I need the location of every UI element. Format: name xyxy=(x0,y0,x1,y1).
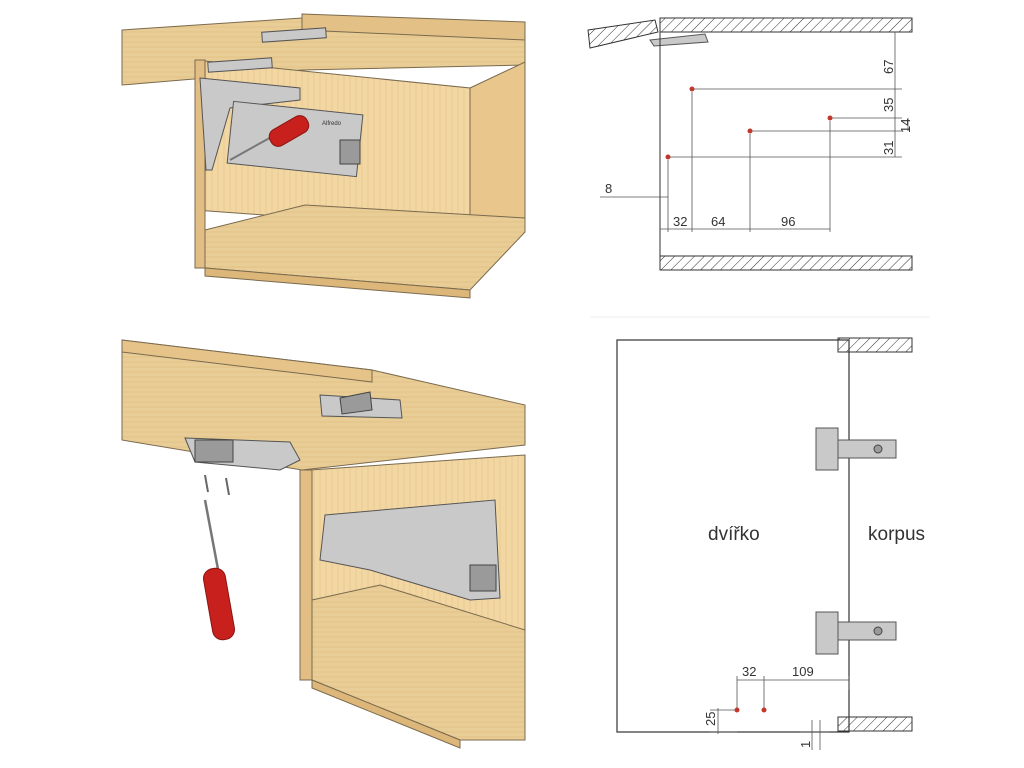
bottom-shelf-edge xyxy=(204,267,471,299)
dim-label-96: 96 xyxy=(781,214,795,229)
door-hinge-plate xyxy=(319,391,403,419)
door-tilted xyxy=(587,19,659,49)
screws xyxy=(204,474,230,496)
cabinet-side-wall xyxy=(469,61,526,233)
door-label: dvířko xyxy=(708,524,760,545)
lift-mechanism: Alfredo xyxy=(199,77,364,178)
carcass-top-hatch xyxy=(837,337,913,353)
door-panel-edge xyxy=(301,13,526,41)
lift-mechanism-bottom xyxy=(319,499,501,601)
carcass-bottom-hatch xyxy=(837,716,913,732)
top-hatched-panel xyxy=(659,17,913,33)
drill-marker xyxy=(761,707,767,713)
lid-hinge xyxy=(207,27,327,73)
drill-marker xyxy=(734,707,740,713)
dim-label-8: 8 xyxy=(605,181,612,196)
mechanism-brand-label: Alfredo xyxy=(322,121,342,127)
body-label: korpus xyxy=(868,524,925,545)
dim-label-32-b: 32 xyxy=(742,664,756,679)
dim-label-1: 1 xyxy=(798,741,813,748)
screwdriver-top xyxy=(229,115,310,161)
dim-label-35: 35 xyxy=(881,98,896,112)
drill-marker xyxy=(689,86,695,92)
dim-label-14: 14 xyxy=(898,119,913,133)
top-right-drawing: 8 32 64 96 67 35 14 31 xyxy=(587,17,913,271)
cabinet-left-board-bottom xyxy=(299,469,313,681)
bottom-hatched-panel xyxy=(659,255,913,271)
hinge-top xyxy=(815,427,897,471)
door-bracket xyxy=(184,437,301,471)
bottom-left-illustration xyxy=(121,339,526,749)
bottom-shelf-2-edge xyxy=(311,679,461,749)
door-panel-bottom-edge xyxy=(121,339,373,383)
top-left-illustration: Alfredo xyxy=(121,13,526,299)
screwdriver-bottom xyxy=(203,499,235,641)
dim-label-32: 32 xyxy=(673,214,687,229)
dim-label-67: 67 xyxy=(881,60,896,74)
bottom-right-drawing: dvířko korpus 32 109 25 1 xyxy=(616,337,925,750)
hinge-bottom xyxy=(815,611,897,655)
drill-marker xyxy=(827,115,833,121)
door-outline xyxy=(616,339,850,733)
drill-marker xyxy=(665,154,671,160)
dim-label-25: 25 xyxy=(703,712,718,726)
top-hinge-symbol xyxy=(649,33,709,47)
dim-label-109: 109 xyxy=(792,664,814,679)
drill-marker xyxy=(747,128,753,134)
dim-label-64: 64 xyxy=(711,214,725,229)
dim-label-31: 31 xyxy=(881,141,896,155)
